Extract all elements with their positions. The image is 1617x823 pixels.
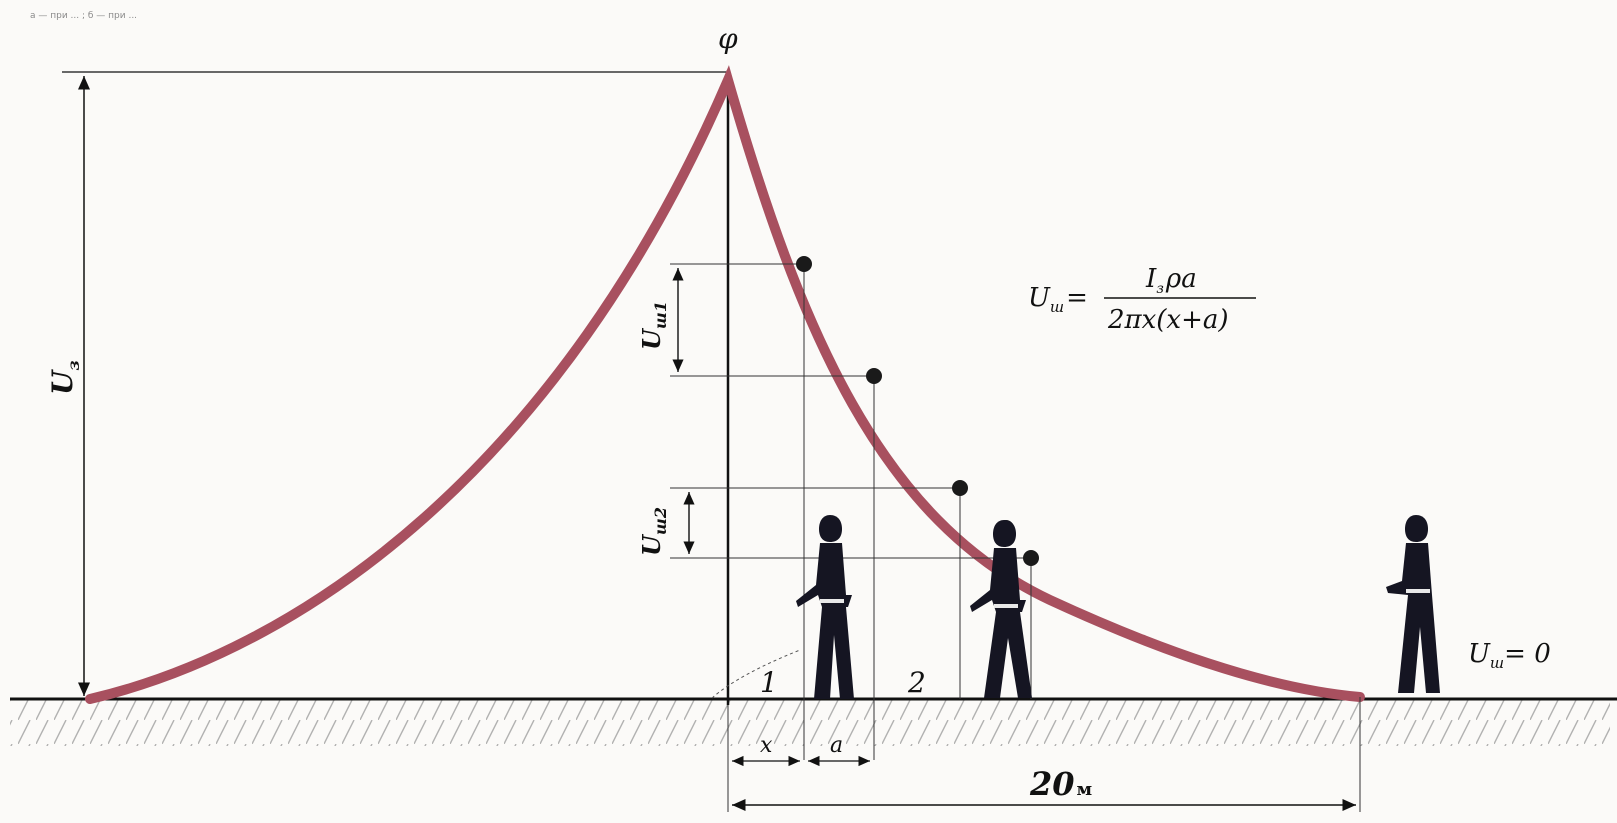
a-label: a [830,733,843,758]
potential-curve [85,65,1365,704]
svg-text:Uш2: Uш2 [637,507,670,556]
origin-arc [711,649,801,699]
x-label: x [760,733,773,758]
formula-lhs: Uш= [1028,283,1088,316]
ush1-label: Uш1 [637,301,670,350]
position-1-label: 1 [760,666,778,699]
svg-text:Uш1: Uш1 [637,301,670,350]
curve-dot-1 [796,256,812,272]
person-figure-1-icon [796,515,854,699]
phi-label: φ [718,22,738,55]
ush2-label: Uш2 [637,507,670,556]
curve-dot-5 [1023,550,1039,566]
formula-denominator: 2πx(x+a) [1107,305,1229,335]
person-figure-2-icon [970,520,1032,698]
top-caption: а — при ... ; б — при ... [30,11,137,21]
ground-hatch [10,700,1610,746]
uz-label: Uз [46,360,83,395]
formula-numerator: Iзρa [1145,264,1197,297]
svg-text:Uз: Uз [46,360,83,395]
curve-dot-2 [866,368,882,384]
curve-dot-3 [952,480,968,496]
ush-zero-label: Uш= 0 [1468,639,1551,672]
step-voltage-formula: Uш= Iзρa 2πx(x+a) [1028,264,1256,335]
position-2-label: 2 [907,666,926,699]
person-figure-3-icon [1386,515,1440,693]
